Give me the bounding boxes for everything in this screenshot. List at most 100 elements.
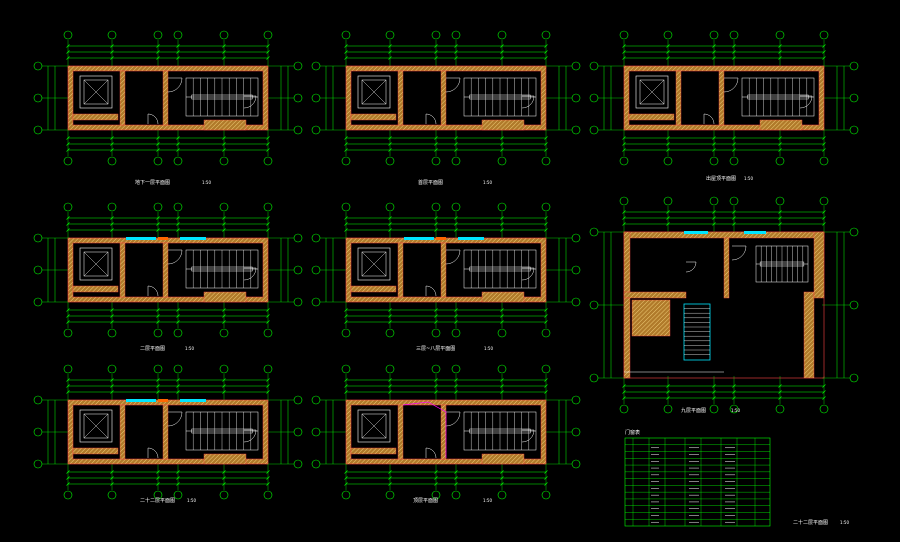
axis-bubble [849,61,859,71]
dimension-tick [266,148,270,152]
dimension-tick [434,482,438,486]
dimension-tick [544,384,548,388]
plan-scale-1: 1:50 [202,180,211,185]
dimension-tick [388,50,392,54]
dimension-tick [222,390,226,394]
dimension-tick [666,396,670,400]
dimension-tick [388,148,392,152]
dimension-tick [222,50,226,54]
dimension-tick [222,228,226,232]
dimension-tick [388,216,392,220]
elevator-cross [83,413,109,439]
dimension-tick [176,216,180,220]
partition-wall [481,291,525,303]
dimension-tick [156,142,160,146]
partition-wall [162,70,169,126]
axis-bubble [293,459,303,469]
axis-bubble [619,30,629,40]
dimension-tick [388,44,392,48]
axis-bubble [311,297,321,307]
dimension-tick [110,314,114,318]
axis-bubble [819,196,829,206]
axis-bubble [173,202,183,212]
dimension-tick [222,378,226,382]
axis-bubble [451,156,461,166]
axis-bubble [33,233,43,243]
dimension-tick [732,222,736,226]
dimension-tick [544,44,548,48]
dimension-tick [712,222,716,226]
dimension-tick [732,384,736,388]
dimension-tick [66,136,70,140]
partition-wall [203,453,247,465]
dimension-tick [732,396,736,400]
axis-bubble [219,328,229,338]
dimension-tick [500,136,504,140]
partition-wall [397,242,404,298]
plan-title-8: 顶层平面图 [413,498,438,504]
dimension-tick [500,482,504,486]
axis-bubble [33,125,43,135]
dimension-tick [666,148,670,152]
plan-scale-2: 1:50 [483,180,492,185]
door-swing [521,429,535,443]
column-marker [158,399,168,402]
dimension-tick [266,470,270,474]
dimension-tick [454,378,458,382]
axis-bubble [219,30,229,40]
dimension-tick [176,56,180,60]
dimension-tick [222,314,226,318]
dimension-tick [822,148,826,152]
dimension-tick [266,308,270,312]
dimension-tick [266,50,270,54]
axis-bubble [431,364,441,374]
axis-bubble [341,202,351,212]
dimension-tick [822,396,826,400]
dimension-tick [544,222,548,226]
dimension-tick [344,314,348,318]
dimension-tick [388,56,392,60]
dimension-tick [176,148,180,152]
axis-bubble [311,93,321,103]
axis-bubble [341,328,351,338]
dimension-tick [344,50,348,54]
dimension-tick [344,308,348,312]
dimension-tick [344,142,348,146]
axis-bubble [663,404,673,414]
stair-handrail [191,94,253,100]
partition-wall [162,404,169,460]
dimension-tick [66,314,70,318]
dimension-tick [388,476,392,480]
dimension-tick [454,50,458,54]
dimension-tick [434,378,438,382]
dimension-tick [778,44,782,48]
dimension-tick [222,142,226,146]
axis-bubble [431,156,441,166]
axis-bubble [451,490,461,500]
dimension-tick [110,308,114,312]
dimension-tick [500,148,504,152]
axis-bubble [497,202,507,212]
dimension-tick [622,384,626,388]
dimension-tick [822,142,826,146]
door-swing [521,267,535,281]
dimension-tick [266,378,270,382]
dimension-tick [434,476,438,480]
axis-bubble [571,427,581,437]
axis-bubble [709,404,719,414]
axis-bubble [571,93,581,103]
dimension-tick [388,378,392,382]
elevator-car [639,79,665,105]
dimension-tick [156,44,160,48]
dimension-tick [388,470,392,474]
door-swing [147,447,159,459]
axis-bubble [497,364,507,374]
door-swing [445,249,461,265]
dimension-tick [344,56,348,60]
dimension-tick [622,210,626,214]
axis-bubble [709,156,719,166]
dimension-tick [66,482,70,486]
dimension-tick [732,148,736,152]
dimension-tick [266,44,270,48]
